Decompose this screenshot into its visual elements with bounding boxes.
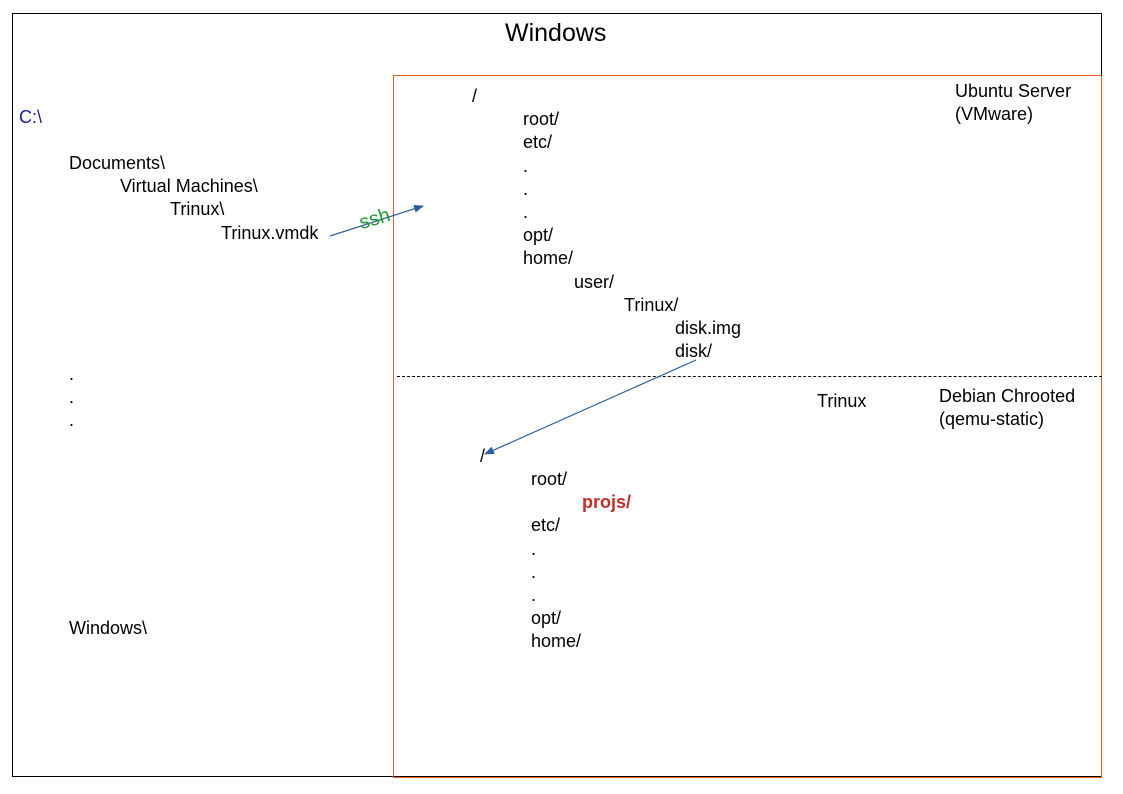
ellipsis-dot: . xyxy=(523,179,529,199)
ubuntu-node-user: user/ xyxy=(574,272,615,292)
drive-label: C:\ xyxy=(19,107,43,127)
debian-node-root-slash: / xyxy=(480,446,486,466)
tree-node-trinux-vmdk: Trinux.vmdk xyxy=(221,223,319,243)
debian-node-etc: etc/ xyxy=(531,515,561,535)
chroot-divider xyxy=(397,376,1102,377)
ellipsis-dot: . xyxy=(523,202,529,222)
tree-node-windows-dir: Windows\ xyxy=(69,618,148,638)
ubuntu-node-home: home/ xyxy=(523,248,574,268)
debian-node-home: home/ xyxy=(531,631,582,651)
ubuntu-node-disk-dir: disk/ xyxy=(675,341,713,361)
debian-label: Debian Chrooted xyxy=(939,386,1076,406)
ubuntu-node-root-slash: / xyxy=(472,86,478,106)
ssh-arrow xyxy=(329,204,424,237)
debian-node-projs: projs/ xyxy=(582,492,632,512)
debian-label-sub: (qemu-static) xyxy=(939,409,1045,429)
debian-node-root: root/ xyxy=(531,469,568,489)
ubuntu-node-opt: opt/ xyxy=(523,225,554,245)
ellipsis-dot: . xyxy=(531,562,537,582)
tree-node-trinux-folder: Trinux\ xyxy=(170,199,225,219)
ellipsis-dot: . xyxy=(523,156,529,176)
ellipsis-dot: . xyxy=(69,387,75,407)
tree-node-documents: Documents\ xyxy=(69,153,166,173)
ubuntu-node-root: root/ xyxy=(523,109,560,129)
debian-node-opt: opt/ xyxy=(531,608,562,628)
ellipsis-dot: . xyxy=(531,539,537,559)
ellipsis-dot: . xyxy=(531,585,537,605)
debian-name-label: Trinux xyxy=(817,391,867,411)
ellipsis-dot: . xyxy=(69,410,75,430)
mount-arrow xyxy=(484,359,697,455)
ubuntu-label: Ubuntu Server xyxy=(955,81,1072,101)
diagram-title: Windows xyxy=(505,19,607,47)
ubuntu-label-sub: (VMware) xyxy=(955,104,1034,124)
ubuntu-vm-frame xyxy=(393,75,1102,778)
tree-node-virtual-machines: Virtual Machines\ xyxy=(120,176,258,196)
ubuntu-node-disk-img: disk.img xyxy=(675,318,742,338)
ubuntu-node-trinux: Trinux/ xyxy=(624,295,679,315)
ubuntu-node-etc: etc/ xyxy=(523,132,553,152)
ellipsis-dot: . xyxy=(69,364,75,384)
